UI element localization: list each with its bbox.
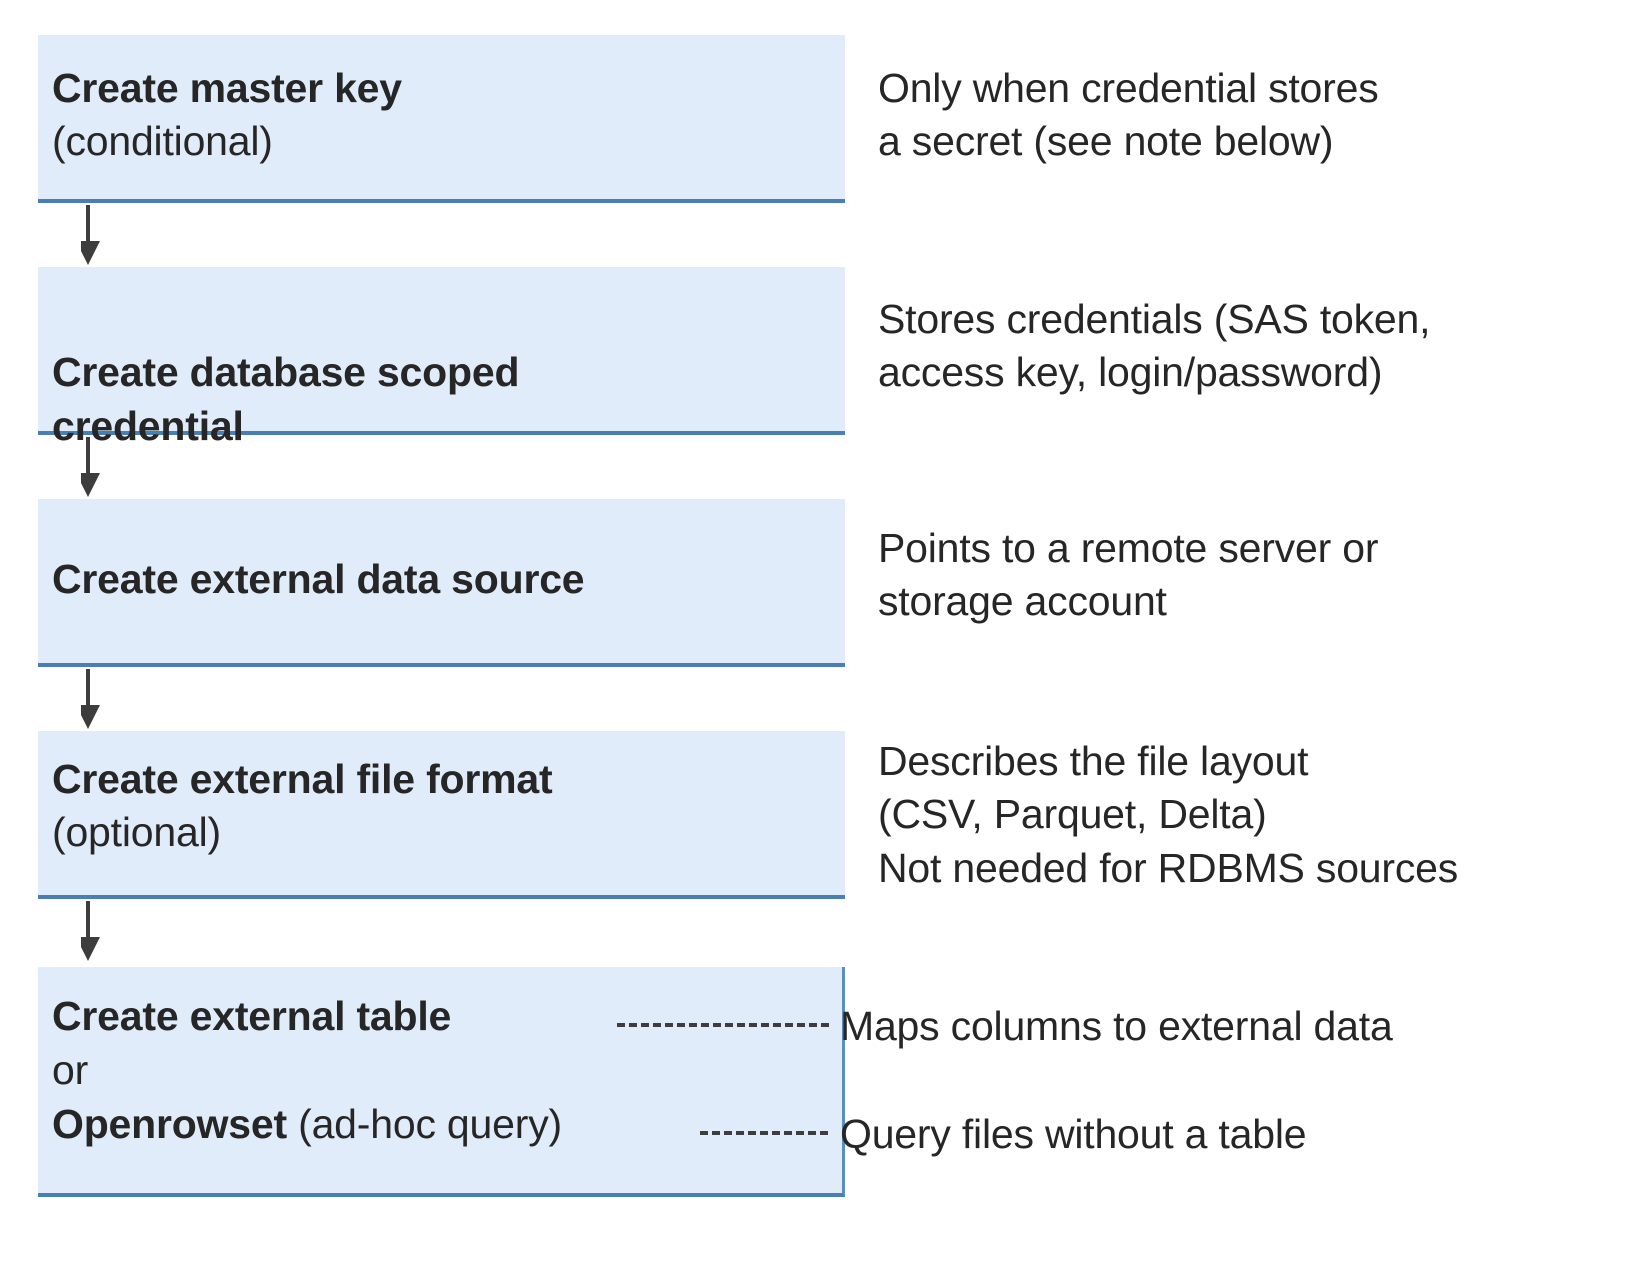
step-title-create-database-scoped-credential: Create database scoped credential	[52, 349, 520, 449]
final-step-openrowset-qualifier: (ad-hoc query)	[286, 1101, 562, 1147]
note-create-database-scoped-credential: Stores credentials (SAS token, access ke…	[878, 296, 1431, 396]
step-title-create-external-file-format: Create external file format	[52, 756, 553, 802]
note-create-external-table: Maps columns to external data	[840, 1003, 1393, 1049]
down-arrow-icon-1	[81, 205, 111, 267]
step-label-create-master-key: Create master key (conditional)	[52, 62, 1628, 169]
down-arrow-icon-3	[81, 669, 111, 731]
final-step-line-1: Create external table	[52, 990, 1628, 1043]
down-arrow-icon-2	[81, 437, 111, 499]
step-subtitle-create-master-key: (conditional)	[52, 118, 273, 165]
note-create-external-file-format: Describes the file layout (CSV, Parquet,…	[878, 738, 1459, 891]
note-create-master-key: Only when credential stores a secret (se…	[878, 65, 1379, 165]
step-label-create-external-file-format: Create external file format (optional)	[52, 753, 1628, 860]
final-step-or-label: or	[52, 1047, 89, 1093]
step-box-create-external-table-or-openrowset[interactable]	[38, 967, 845, 1197]
dashed-connector-external-table	[617, 1023, 829, 1027]
final-step-line-3: Openrowset (ad-hoc query)	[52, 1098, 1628, 1151]
step-subtitle-create-external-file-format: (optional)	[52, 809, 221, 856]
step-box-create-external-data-source[interactable]	[38, 499, 845, 667]
dashed-connector-openrowset	[700, 1131, 828, 1135]
final-step-title-openrowset: Openrowset	[52, 1101, 287, 1147]
step-box-create-external-file-format[interactable]	[38, 731, 845, 899]
final-step-line-2: or	[52, 1044, 1628, 1097]
final-step-title-create-external-table: Create external table	[52, 993, 452, 1039]
step-title-create-master-key: Create master key	[52, 65, 402, 111]
step-box-create-master-key[interactable]	[38, 35, 845, 203]
note-openrowset: Query files without a table	[840, 1111, 1307, 1157]
step-title-create-external-data-source: Create external data source	[52, 556, 585, 602]
step-label-create-database-scoped-credential: Create database scoped credential	[52, 293, 1628, 453]
step-label-create-external-data-source: Create external data source	[52, 553, 1628, 606]
note-create-external-data-source: Points to a remote server or storage acc…	[878, 525, 1379, 625]
down-arrow-icon-4	[81, 901, 111, 963]
step-box-create-database-scoped-credential[interactable]	[38, 267, 845, 435]
